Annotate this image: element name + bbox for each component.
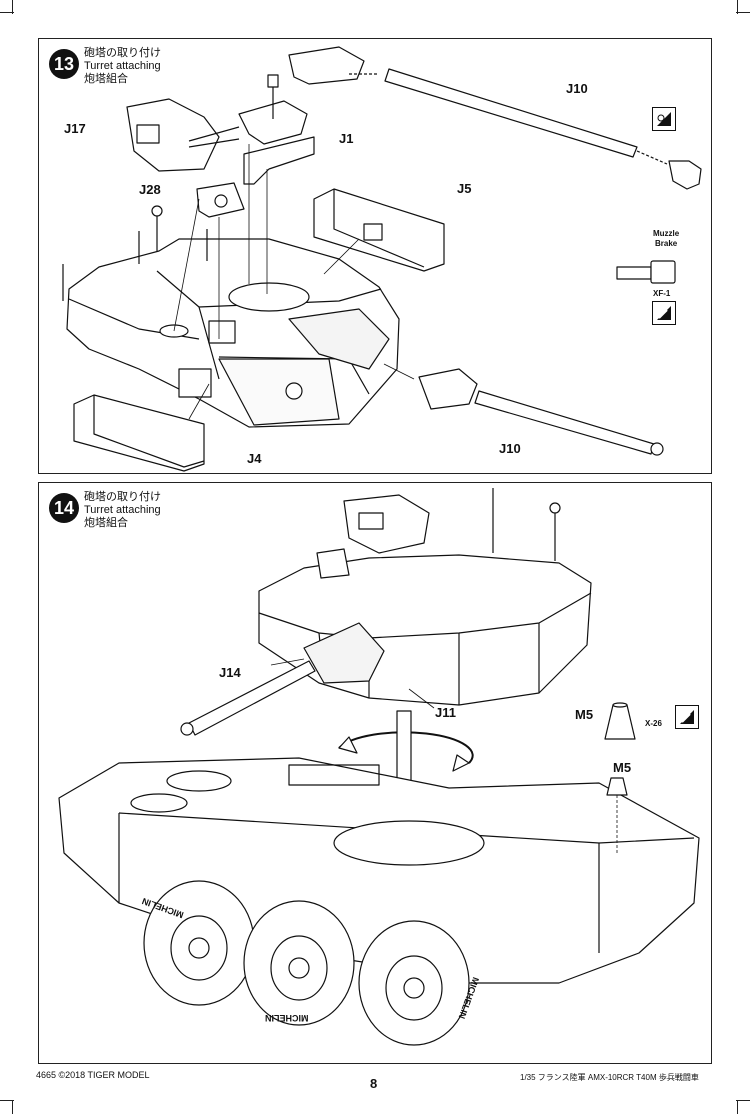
paint-code-x26: X-26: [645, 719, 662, 728]
paint-swatch-part: [616, 266, 652, 280]
crop-mark-tl-v: [12, 0, 13, 14]
part-j10-top-barrel: [384, 68, 638, 158]
brush-icon-x26: [675, 705, 699, 729]
crop-mark-bl-h: [0, 1100, 14, 1101]
step13-title-jp: 砲塔の取り付け: [84, 47, 161, 59]
part-j10-bottom-breech: [418, 368, 478, 410]
wheel-rear: [358, 920, 470, 1046]
crop-mark-tl-h: [0, 12, 14, 13]
crop-mark-tr-v: [737, 0, 738, 14]
part-j1: [238, 100, 308, 145]
tire-text-middle: MICHELIN: [265, 1013, 309, 1023]
crop-mark-br-v: [737, 1100, 738, 1114]
step14-title-jp: 砲塔の取り付け: [84, 491, 161, 503]
label-j1: J1: [339, 131, 354, 146]
crop-mark-tr-h: [736, 12, 750, 13]
paint-code-xf1: XF-1: [653, 289, 671, 298]
turret-gun: [188, 660, 316, 736]
step14-panel: 14 砲塔の取り付け Turret attaching 炮塔組合 J14 J11…: [38, 482, 712, 1064]
muzzle-brake-text: Muzzle Brake: [653, 229, 680, 248]
label-m5-callout: M5: [613, 760, 632, 775]
brush-icon: [652, 301, 676, 325]
step13-illustration: [62, 46, 702, 472]
label-j4: J4: [247, 451, 262, 466]
part-j10-top-breech: [288, 46, 365, 85]
label-j5: J5: [457, 181, 472, 196]
step14-title: 砲塔の取り付け Turret attaching 炮塔組合: [84, 491, 161, 530]
wheel-middle: [243, 900, 355, 1026]
label-j17: J17: [64, 121, 86, 136]
label-j11: J11: [435, 705, 456, 720]
step13-title-en: Turret attaching: [84, 60, 161, 72]
label-j10-bottom: J10: [499, 441, 521, 456]
step14-illustration: [58, 488, 700, 1046]
step14-badge: 14: [49, 493, 79, 523]
paint-bottle-icon: [652, 107, 676, 131]
footer-left: 4665 ©2018 TIGER MODEL: [36, 1070, 150, 1080]
step14-title-en: Turret attaching: [84, 504, 161, 516]
label-j14: J14: [219, 665, 241, 680]
part-m5-standalone: [604, 704, 636, 740]
footer-right: 1/35 フランス陸軍 AMX-10RCR T40M 歩兵戦闘車: [520, 1073, 699, 1082]
step13-title-cn: 炮塔組合: [84, 73, 128, 85]
step13-panel: 13 砲塔の取り付け Turret attaching 炮塔組合 J10 J17…: [38, 38, 712, 474]
crop-mark-br-h: [736, 1100, 750, 1101]
label-j10-top: J10: [566, 81, 588, 96]
label-j28: J28: [139, 182, 161, 197]
step14-title-cn: 炮塔組合: [84, 517, 128, 529]
turret-front-plate: [218, 358, 340, 426]
step13-badge: 13: [49, 49, 79, 79]
crop-mark-bl-v: [12, 1100, 13, 1114]
rotation-arrow: [338, 731, 474, 764]
page-number: 8: [370, 1076, 378, 1091]
label-m5-part: M5: [575, 707, 594, 722]
part-m5-mounted: [606, 777, 628, 796]
part-j10-bottom-barrel: [474, 390, 655, 455]
wheel-front: [143, 880, 255, 1006]
muzzle-brake: [668, 160, 702, 190]
part-j17: [126, 98, 220, 172]
muzzle-brake-label: Muzzle Brake: [653, 229, 679, 249]
step13-title: 砲塔の取り付け Turret attaching 炮塔組合: [84, 47, 161, 86]
